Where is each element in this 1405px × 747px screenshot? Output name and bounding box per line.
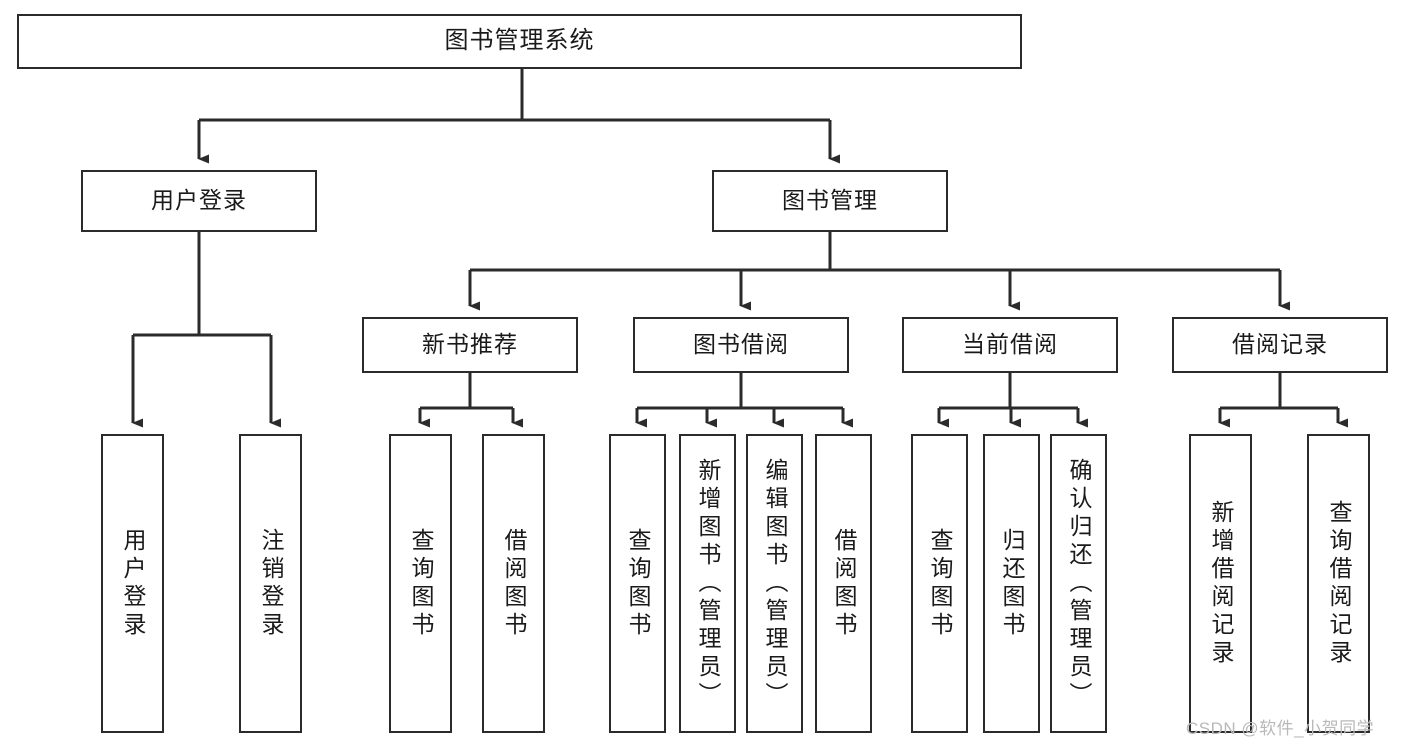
leaf-query-books-recommend[interactable]: 查询图书 bbox=[389, 434, 452, 733]
node-book-borrow[interactable]: 图书借阅 bbox=[633, 317, 849, 373]
leaf-confirm-return-admin[interactable]: 确认归还（管理员） bbox=[1050, 434, 1107, 733]
node-new-book-recommend[interactable]: 新书推荐 bbox=[362, 317, 578, 373]
node-label: 归还图书 bbox=[999, 527, 1025, 640]
leaf-borrow-books-recommend[interactable]: 借阅图书 bbox=[482, 434, 545, 733]
node-label: 确认归还（管理员） bbox=[1066, 457, 1092, 710]
node-label: 借阅图书 bbox=[831, 527, 857, 640]
node-label: 借阅记录 bbox=[1232, 331, 1328, 358]
node-label: 查询图书 bbox=[927, 527, 953, 640]
node-label: 查询图书 bbox=[408, 527, 434, 640]
node-label: 借阅图书 bbox=[501, 527, 527, 640]
node-label: 新书推荐 bbox=[422, 331, 518, 358]
node-label: 查询图书 bbox=[625, 527, 651, 640]
node-label: 用户登录 bbox=[120, 527, 146, 640]
leaf-add-borrow-record[interactable]: 新增借阅记录 bbox=[1189, 434, 1252, 733]
node-borrow-records[interactable]: 借阅记录 bbox=[1172, 317, 1388, 373]
node-label: 图书借阅 bbox=[693, 331, 789, 358]
node-label: 新增图书（管理员） bbox=[695, 457, 721, 710]
watermark: CSDN @软件_小贺同学 bbox=[1186, 719, 1375, 738]
leaf-add-book-admin[interactable]: 新增图书（管理员） bbox=[679, 434, 736, 733]
node-label: 图书管理 bbox=[782, 187, 878, 214]
leaf-logout[interactable]: 注销登录 bbox=[239, 434, 302, 733]
leaf-query-borrow-record[interactable]: 查询借阅记录 bbox=[1307, 434, 1370, 733]
leaf-return-book[interactable]: 归还图书 bbox=[983, 434, 1040, 733]
node-label: 当前借阅 bbox=[962, 331, 1058, 358]
leaf-user-login[interactable]: 用户登录 bbox=[101, 434, 164, 733]
node-label: 编辑图书（管理员） bbox=[762, 457, 788, 710]
node-label: 用户登录 bbox=[151, 187, 247, 214]
node-root-system[interactable]: 图书管理系统 bbox=[17, 14, 1022, 69]
node-label: 查询借阅记录 bbox=[1326, 499, 1352, 668]
node-current-borrow[interactable]: 当前借阅 bbox=[902, 317, 1118, 373]
node-label: 注销登录 bbox=[258, 527, 284, 640]
node-book-management[interactable]: 图书管理 bbox=[712, 170, 948, 232]
leaf-edit-book-admin[interactable]: 编辑图书（管理员） bbox=[746, 434, 803, 733]
node-label: 新增借阅记录 bbox=[1208, 499, 1234, 668]
leaf-query-books-current[interactable]: 查询图书 bbox=[911, 434, 968, 733]
node-user-login[interactable]: 用户登录 bbox=[81, 170, 317, 232]
leaf-query-books-borrow[interactable]: 查询图书 bbox=[609, 434, 666, 733]
leaf-borrow-book[interactable]: 借阅图书 bbox=[815, 434, 872, 733]
node-label: 图书管理系统 bbox=[444, 27, 595, 55]
